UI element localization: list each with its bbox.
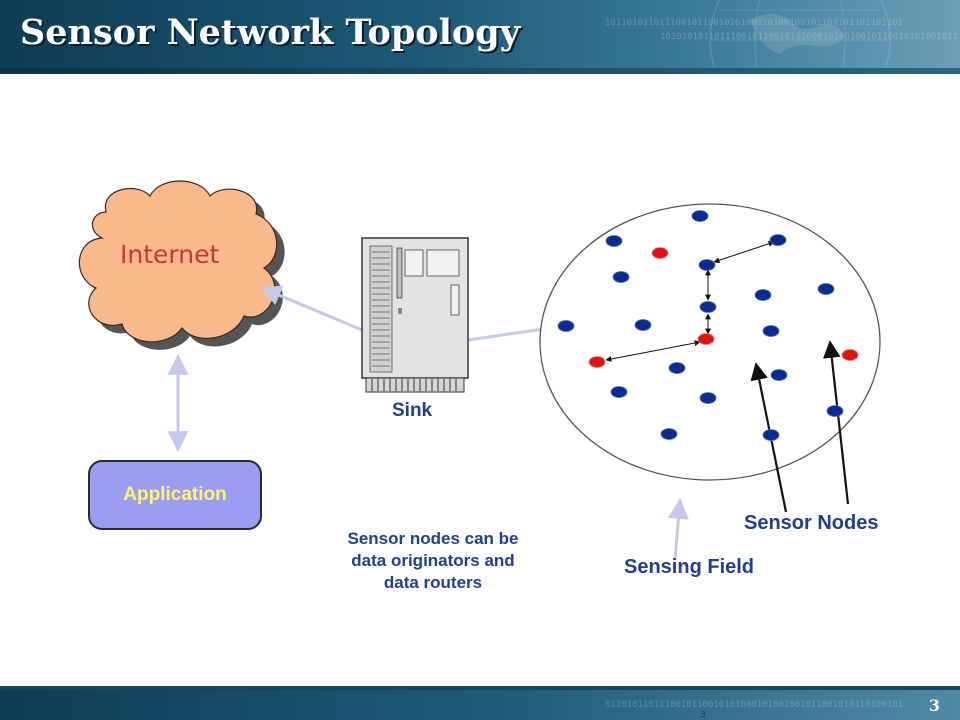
binary-pattern: 1011010110111001011001010100010100100101… bbox=[605, 18, 903, 28]
slide-footer: 0110101101110010110010101000101001001011… bbox=[0, 690, 960, 720]
sensor-nodes-pointer bbox=[823, 340, 850, 505]
sensor-node bbox=[769, 234, 787, 246]
sensor-node bbox=[699, 392, 717, 404]
sensor-node bbox=[691, 210, 709, 222]
note-line: data originators and bbox=[351, 551, 515, 570]
sensor-node bbox=[762, 429, 780, 441]
sink-internet-link bbox=[260, 285, 363, 332]
application-box: Application bbox=[88, 460, 262, 530]
sensor-node bbox=[770, 369, 788, 381]
route-link bbox=[713, 240, 775, 264]
slide-title: Sensor Network Topology bbox=[20, 12, 521, 53]
header-divider bbox=[0, 68, 960, 74]
sensor-node bbox=[660, 428, 678, 440]
sensor-node bbox=[557, 320, 575, 332]
originator-node bbox=[651, 247, 669, 259]
originator-node-group bbox=[588, 247, 859, 368]
note-line: data routers bbox=[383, 573, 483, 592]
binary-pattern: 1010101011011100101100101010001010010010… bbox=[660, 32, 958, 42]
sensor-node bbox=[817, 283, 835, 295]
page-number: 3 bbox=[928, 696, 940, 715]
originator-node bbox=[588, 356, 606, 368]
note-line: Sensor nodes can be bbox=[347, 529, 519, 548]
sensor-node bbox=[699, 301, 717, 313]
sensing-field-pointer bbox=[667, 497, 689, 561]
binary-pattern: 0110101101110010110010101000101001001011… bbox=[605, 700, 904, 710]
application-label: Application bbox=[123, 484, 227, 505]
sensor-node bbox=[698, 259, 716, 271]
sensor-node bbox=[762, 325, 780, 337]
page-number-secondary: 3 bbox=[700, 710, 706, 720]
sensor-node bbox=[754, 289, 772, 301]
internet-cloud bbox=[78, 180, 278, 343]
sensor-node bbox=[610, 386, 628, 398]
sensing-field-label: Sensing Field bbox=[624, 556, 755, 578]
originator-node bbox=[841, 349, 859, 361]
slide-header: 1011010110111001011001010100010100100101… bbox=[0, 0, 960, 68]
sensor-node bbox=[605, 235, 623, 247]
sensor-node bbox=[668, 362, 686, 374]
sensor-role-note: Sensor nodes can be data originators and… bbox=[318, 528, 548, 594]
sensor-node bbox=[634, 319, 652, 331]
originator-node bbox=[697, 333, 715, 345]
sensor-node bbox=[612, 271, 630, 283]
globe-watermark-icon bbox=[709, 0, 891, 68]
route-link bbox=[605, 340, 701, 362]
sink-label: Sink bbox=[392, 400, 433, 421]
internet-label: Internet bbox=[120, 240, 220, 269]
sensor-node-group bbox=[557, 210, 844, 441]
footer-divider bbox=[0, 686, 960, 690]
sensor-nodes-label: Sensor Nodes bbox=[744, 512, 879, 534]
sink-server-icon bbox=[361, 237, 469, 393]
sensor-node bbox=[826, 405, 844, 417]
